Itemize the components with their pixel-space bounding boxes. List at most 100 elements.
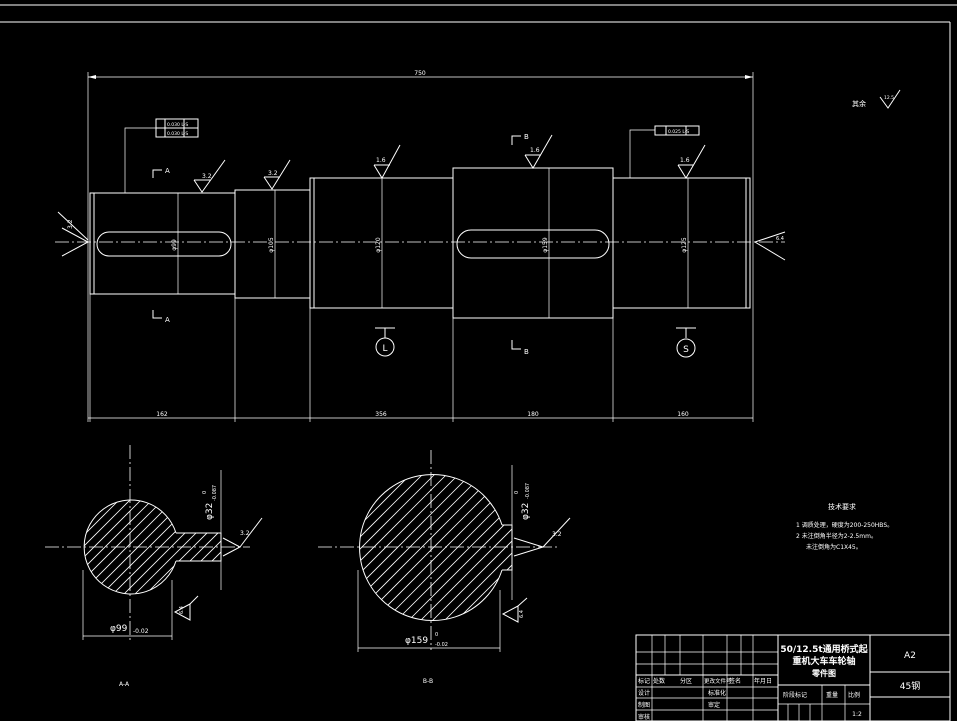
diameter-label-1: φ99: [171, 239, 178, 251]
rev-header-zone: 分区: [680, 677, 692, 685]
aa-diameter-dim: φ99: [110, 624, 128, 634]
notes-line-2: 2 未注倒角半径为2-2.5mm。: [796, 532, 877, 540]
notes-line-1: 1 调质处理，硬度为200-250HBS。: [796, 521, 893, 529]
revision-grid: 标记 处数 分区 更改文件号 签名 年月日 设计 制图 审核 标准化 审定: [636, 635, 778, 721]
hatch-line: [475, 474, 512, 621]
rev-header-file: 更改文件号: [704, 677, 732, 685]
aa-roughness-bottom: 6.4: [179, 606, 185, 614]
hatch-line: [84, 500, 180, 594]
section-bb: φ32 0 -0.087 3.2 6.4 φ159 0 -0.02 B-B: [200, 450, 571, 685]
bb-keyway-tol-upper: 0: [514, 491, 520, 494]
segment-dim-1: 162: [156, 411, 168, 418]
hatch-line: [359, 474, 416, 621]
diameter-label-5: φ125: [681, 237, 688, 253]
hatch-line: [439, 474, 512, 621]
svg-text:3.2: 3.2: [202, 173, 212, 180]
bb-keyway-tol-lower: -0.087: [525, 483, 531, 499]
svg-text:0.025 L-S: 0.025 L-S: [668, 129, 689, 135]
rest-roughness-note: 其余 12.5: [852, 89, 901, 109]
tolerance-frame-2: 0.025 L-S: [629, 125, 700, 178]
roughness-symbol-1: 3.2: [193, 159, 226, 193]
left-center-mark: 3.2: [57, 211, 90, 257]
bb-section-label: B-B: [423, 678, 433, 685]
svg-text:6.4: 6.4: [776, 236, 784, 242]
hatch-line: [84, 500, 103, 594]
hatch-line: [359, 474, 476, 621]
hatch-line: [359, 474, 368, 621]
svg-text:B: B: [524, 133, 529, 141]
hatch-line: [216, 500, 221, 594]
hatch-line: [84, 500, 92, 594]
aa-keyway-dim: φ32: [205, 503, 215, 520]
weight-header: 重量: [826, 691, 838, 699]
hatch-line: [451, 474, 512, 621]
hatch-line: [84, 500, 147, 594]
scale-value: 1:2: [852, 711, 862, 718]
hatch-line: [359, 474, 464, 621]
stage-header: 阶段标记: [783, 691, 807, 699]
diameter-label-4: φ159: [542, 237, 549, 253]
title-block: 标记 处数 分区 更改文件号 签名 年月日 设计 制图 审核 标准化 审定 50…: [635, 634, 951, 721]
material: 45钢: [900, 680, 920, 692]
hatch-line: [205, 500, 221, 594]
svg-text:12.5: 12.5: [884, 95, 894, 101]
hatch-line: [359, 474, 452, 621]
tolerance-frame-1: 0.030 L-S 0.030 L-S: [124, 118, 199, 193]
hatch-line: [84, 500, 158, 594]
scale-header: 比例: [848, 691, 860, 699]
segment-dim-3: 180: [527, 411, 539, 418]
svg-text:1.6: 1.6: [530, 147, 540, 154]
aa-section-label: A-A: [119, 681, 130, 688]
svg-text:S: S: [683, 345, 689, 355]
segment-dim-2: 356: [375, 411, 387, 418]
svg-text:3.2: 3.2: [268, 170, 278, 177]
row-label-review: 审核: [638, 713, 650, 721]
aa-keyway-tol-upper: 0: [202, 491, 208, 494]
roughness-symbol-3: 1.6: [373, 144, 401, 179]
hatch-line: [359, 474, 404, 621]
hatch-line: [487, 474, 512, 621]
overall-length-dim: 750: [414, 70, 426, 77]
drawing-title-line-3: 零件图: [811, 668, 836, 678]
hatch-line: [84, 500, 136, 594]
datum-s: S: [676, 327, 696, 358]
hatch-line: [84, 500, 169, 594]
rev-header-sign: 签名: [729, 677, 741, 685]
row-label-draw: 制图: [638, 701, 650, 709]
row-label-design: 设计: [638, 689, 650, 697]
hatch-line: [359, 474, 380, 621]
technical-notes: 技术要求 1 调质处理，硬度为200-250HBS。 2 未注倒角半径为2-2.…: [796, 502, 893, 551]
hatch-line: [359, 474, 512, 621]
svg-text:3.2: 3.2: [67, 219, 74, 229]
hatch-line: [128, 500, 221, 594]
bb-diameter-tol-upper: 0: [435, 632, 438, 638]
segment-dim-4: 160: [677, 411, 689, 418]
hatch-line: [84, 500, 125, 594]
svg-text:A: A: [165, 316, 170, 324]
rev-header-mark: 标记: [638, 677, 650, 685]
drawing-border: [0, 4, 957, 721]
diameter-label-3: φ120: [375, 237, 382, 253]
hatch-line: [200, 470, 355, 625]
section-marker-a-top: A: [152, 167, 170, 178]
section-marker-b-bottom: B: [511, 340, 529, 356]
svg-text:0.030 L-S: 0.030 L-S: [167, 131, 188, 137]
notes-line-3: 未注倒角为C1X45。: [806, 543, 862, 551]
svg-text:L: L: [382, 344, 387, 354]
hatch-line: [359, 474, 428, 621]
sheet-size: A2: [904, 651, 916, 661]
bb-roughness-bottom: 6.4: [519, 610, 525, 618]
approval-standard: 标准化: [708, 689, 726, 697]
bb-diameter-dim: φ159: [405, 636, 428, 646]
svg-text:1.6: 1.6: [376, 157, 386, 164]
notes-title: 技术要求: [828, 502, 856, 511]
datum-l: L: [375, 327, 395, 357]
aa-keyway-tol-lower: -0.087: [212, 485, 218, 501]
hatch-line: [84, 500, 114, 594]
svg-text:其余: 其余: [852, 99, 866, 108]
svg-text:1.6: 1.6: [680, 157, 690, 164]
drawing-title-line-2: 重机大车车轮轴: [792, 655, 855, 667]
hatch-line: [427, 474, 512, 621]
right-center-mark: 6.4: [753, 231, 786, 261]
